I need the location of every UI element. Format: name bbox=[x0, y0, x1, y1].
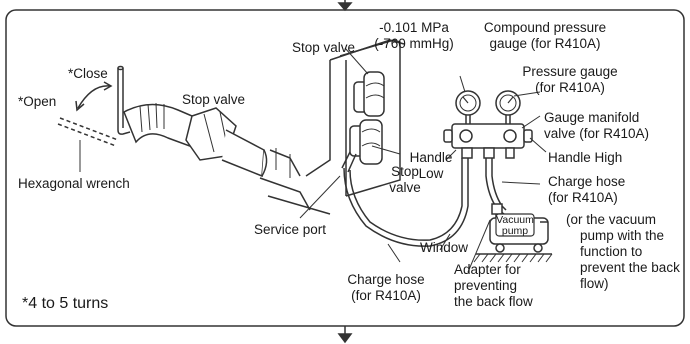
service-port-label: Service port bbox=[254, 222, 327, 237]
gauge-manifold-drawing bbox=[443, 75, 547, 161]
close-position-label: *Close bbox=[68, 66, 108, 81]
adapter-line-3: the back flow bbox=[454, 294, 533, 309]
vacuum-pump-note-line-1: (or the vacuum bbox=[566, 212, 657, 227]
charge-hose-bottom-line-2: (for R410A) bbox=[351, 288, 421, 303]
pressure-value-label: -0.101 MPa (-760 mmHg) bbox=[366, 20, 462, 52]
stop-valve-mid-line-2: valve bbox=[389, 180, 421, 195]
charge-hose-bottom-label: Charge hose (for R410A) bbox=[336, 272, 436, 304]
vacuum-pump-note-line-3: function to bbox=[580, 244, 643, 259]
adapter-line-1: Adapter for bbox=[454, 262, 521, 277]
compound-gauge-line-2: gauge (for R410A) bbox=[489, 36, 601, 51]
charge-hose-right-line-1: Charge hose bbox=[548, 174, 626, 189]
vacuum-pump-line-2: pump bbox=[501, 225, 529, 237]
charge-hose-right-label: Charge hose (for R410A) bbox=[548, 174, 625, 206]
stop-valve-mid-line-1: Stop bbox=[391, 164, 419, 179]
flow-arrow-top bbox=[337, 0, 353, 12]
compound-gauge-line-1: Compound pressure bbox=[483, 20, 607, 35]
flow-arrow-bottom bbox=[337, 326, 353, 344]
gauge-manifold-label: Gauge manifold valve (for R410A) bbox=[544, 110, 649, 142]
handle-low-line-1: Handle bbox=[409, 150, 453, 165]
handle-high-label: Handle High bbox=[548, 150, 623, 165]
gauge-manifold-line-2: valve (for R410A) bbox=[544, 126, 650, 141]
adapter-label: Adapter for preventing the back flow bbox=[454, 262, 533, 310]
pressure-value-mpa: -0.101 MPa bbox=[379, 20, 449, 35]
pressure-gauge-line-1: Pressure gauge bbox=[522, 64, 618, 79]
stop-valve-top-label: Stop valve bbox=[292, 40, 356, 55]
stop-valve-mid-label: Stop valve bbox=[382, 164, 428, 196]
vacuum-pump-drawing bbox=[473, 203, 553, 263]
vacuum-pump-label: Vacuum pump bbox=[496, 215, 534, 237]
stop-valve-left-drawing bbox=[123, 102, 268, 178]
pressure-value-mmhg: (-760 mmHg) bbox=[374, 36, 454, 51]
vacuum-pump-line-1: Vacuum bbox=[496, 214, 534, 226]
vacuum-pump-note: (or the vacuum pump with the function to… bbox=[566, 212, 680, 292]
turns-note: *4 to 5 turns bbox=[22, 295, 109, 312]
handle-low-label: Handle Low bbox=[406, 150, 456, 182]
stop-valve-left-label: Stop valve bbox=[182, 92, 246, 107]
hexagonal-wrench-label: Hexagonal wrench bbox=[18, 176, 130, 191]
pressure-gauge-label: Pressure gauge (for R410A) bbox=[510, 64, 630, 96]
charge-hose-right-line-2: (for R410A) bbox=[548, 190, 618, 205]
window-label: Window bbox=[420, 240, 469, 255]
charge-hose-bottom-line-1: Charge hose bbox=[347, 272, 425, 287]
pressure-gauge-line-2: (for R410A) bbox=[535, 80, 605, 95]
gauge-manifold-line-1: Gauge manifold bbox=[544, 110, 640, 125]
adapter-line-2: preventing bbox=[454, 278, 518, 293]
open-position-label: *Open bbox=[18, 94, 57, 109]
vacuum-pump-note-line-5: flow) bbox=[580, 276, 609, 291]
charge-hoses-drawing bbox=[343, 158, 541, 273]
hex-wrench-drawing bbox=[57, 65, 131, 172]
vacuum-pump-note-line-4: prevent the back bbox=[580, 260, 680, 275]
vacuum-pump-note-line-2: pump with the bbox=[580, 228, 665, 243]
handle-low-line-2: Low bbox=[418, 166, 444, 181]
outdoor-unit-drawing bbox=[259, 39, 405, 219]
compound-gauge-label: Compound pressure gauge (for R410A) bbox=[470, 20, 620, 52]
